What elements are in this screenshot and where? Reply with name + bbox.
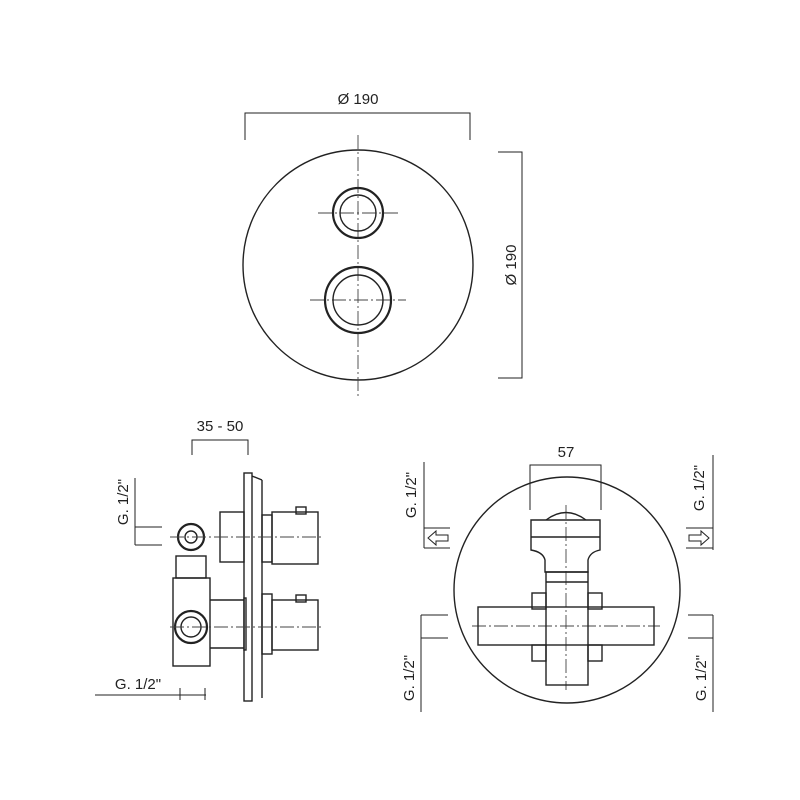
valve-body (172, 577, 211, 667)
inlet-arrow-icon (427, 529, 449, 547)
left-top-label: G. 1/2" (403, 472, 420, 518)
top-connection-label: G. 1/2" (115, 479, 132, 525)
upper-collar (261, 514, 273, 563)
width-dimension-line (529, 464, 602, 510)
top-connection-dimension (134, 478, 162, 546)
diverter-top (545, 511, 587, 521)
valve-neck (175, 555, 207, 579)
right-bottom-label: G. 1/2" (693, 655, 710, 701)
mixer-body (477, 606, 655, 646)
depth-dimension-line (191, 439, 249, 455)
left-top-dimension (423, 462, 450, 549)
screw-boss (531, 644, 547, 662)
width-dimension-label: 57 (558, 444, 575, 461)
left-bottom-label: G. 1/2" (401, 655, 418, 701)
lower-knob-side (271, 599, 319, 651)
bottom-connection-dimension (95, 688, 206, 700)
rear-plate-outline (453, 476, 681, 704)
rear-view: 57 G. 1/2" G. 1/2" G. 1/2" G. 1/2" (401, 444, 714, 712)
knob-marker (295, 506, 307, 515)
screw-boss (587, 644, 603, 662)
plate-edge (251, 475, 263, 481)
bottom-connection-label: G. 1/2" (115, 676, 161, 693)
diverter-head (530, 519, 601, 573)
knob-marker (295, 594, 307, 603)
body-flange (243, 597, 247, 651)
inlet-arrow-icon (688, 529, 710, 547)
width-dimension-line (244, 112, 471, 140)
upper-knob-inner (339, 194, 377, 232)
side-view: 35 - 50 G. 1/2" G. 1/2" (95, 418, 322, 702)
right-bottom-dimension (688, 614, 714, 712)
depth-dimension-label: 35 - 50 (197, 418, 244, 435)
height-dimension-label: Ø 190 (503, 245, 520, 286)
lower-collar (261, 593, 273, 655)
left-bottom-dimension (420, 614, 448, 712)
upper-knob (331, 186, 385, 240)
right-top-dimension (686, 455, 714, 550)
lower-knob-inner (332, 274, 384, 326)
lower-knob (323, 265, 393, 335)
upper-knob-side (271, 511, 319, 565)
valve-cartridge (545, 571, 589, 686)
screw-boss (587, 592, 603, 610)
height-dimension-line (498, 151, 523, 379)
screw-boss (531, 592, 547, 610)
right-top-label: G. 1/2" (691, 465, 708, 511)
front-view: Ø 190 Ø 190 (242, 91, 523, 398)
cover-plate-side (243, 472, 253, 702)
width-dimension-label: Ø 190 (338, 91, 379, 108)
